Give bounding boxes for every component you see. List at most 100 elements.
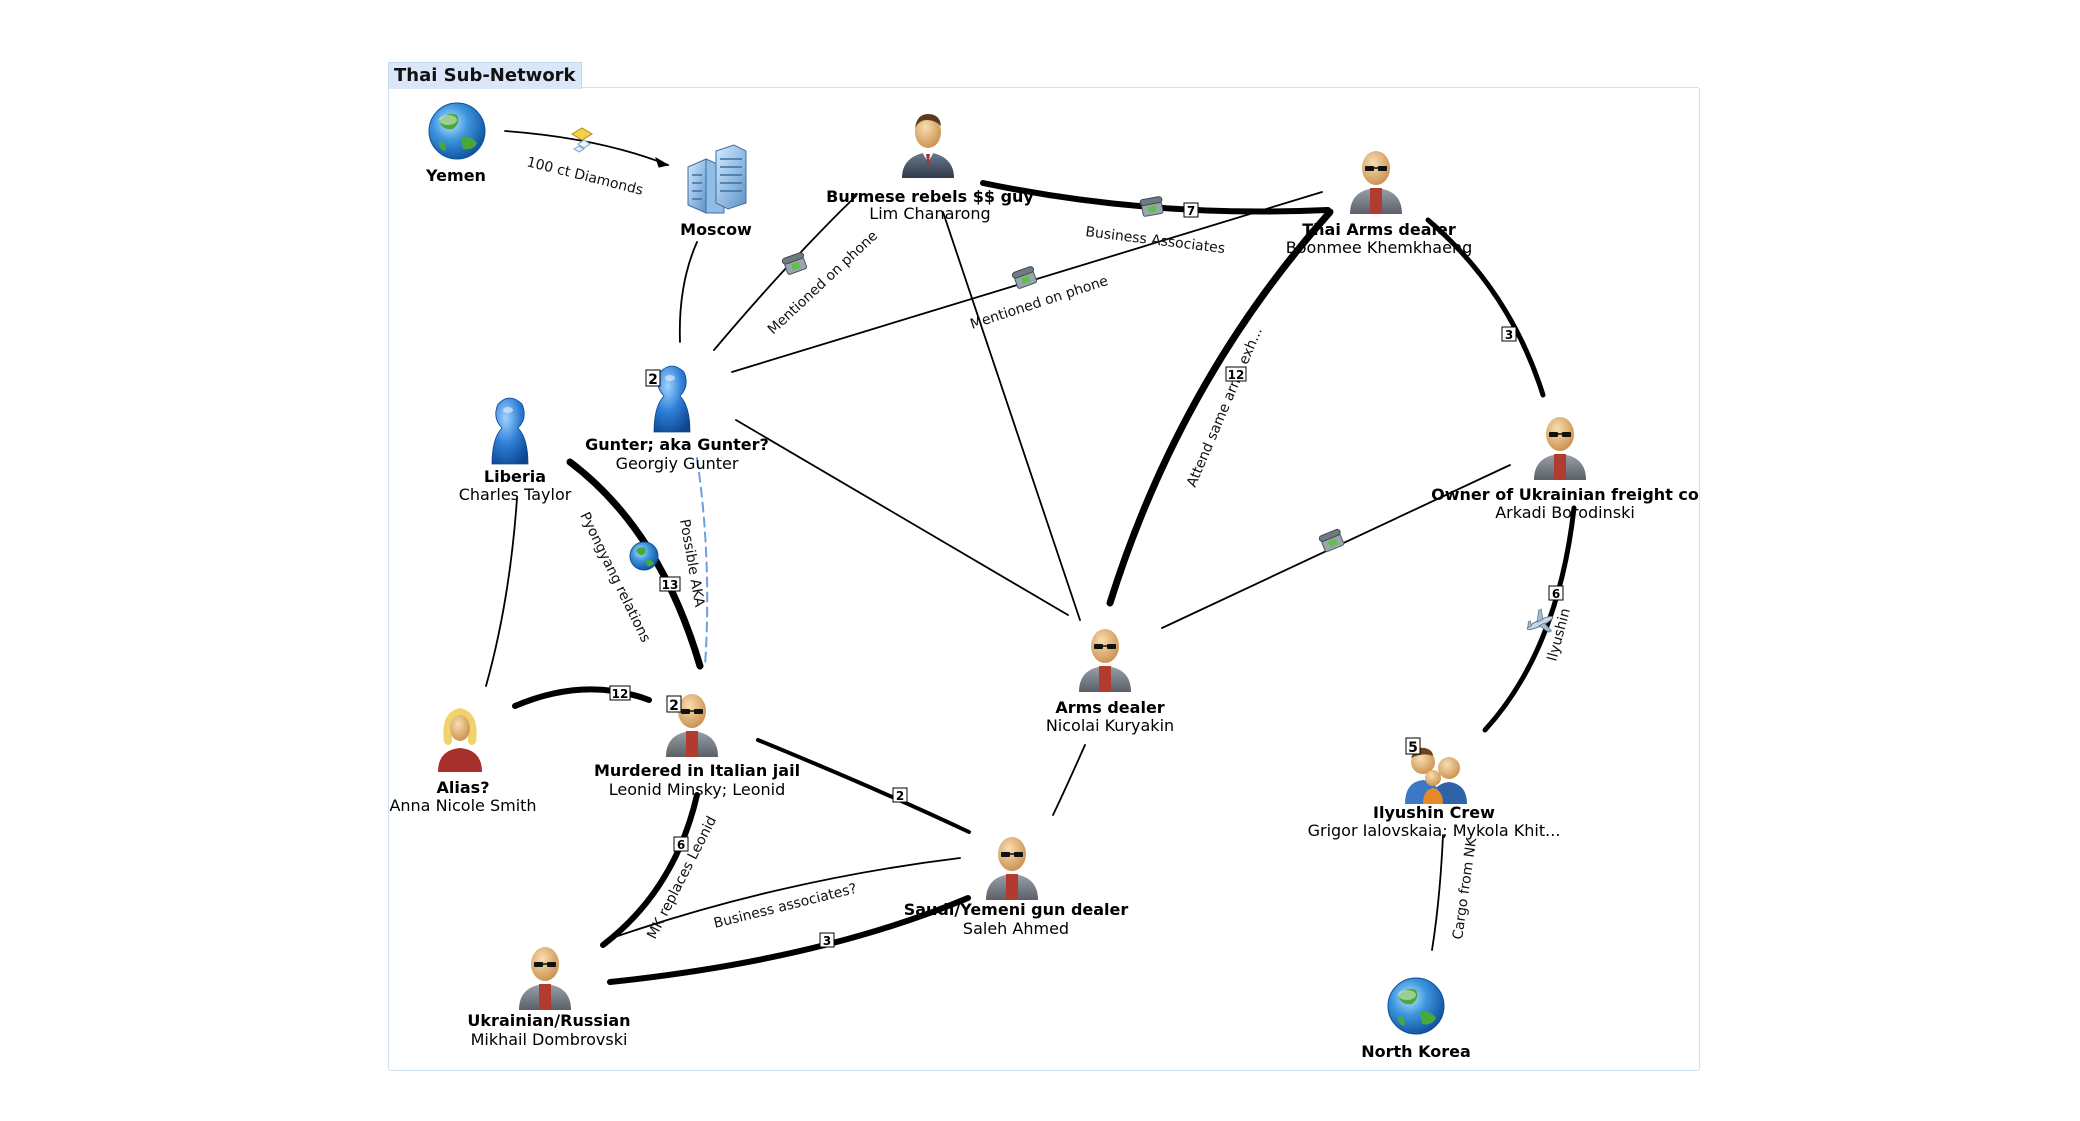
edge-yemen-moscow[interactable] (504, 130, 669, 166)
diamonds-icon (571, 127, 593, 153)
edge-label-burmese-thai: Business Associates (1085, 224, 1226, 257)
edge-liberia-alias[interactable] (485, 497, 518, 687)
svg-text:2: 2 (896, 789, 904, 803)
phone-icon (1139, 196, 1164, 217)
count-badge-alias-murdered: 12 (609, 685, 631, 701)
node-badge: 2 (666, 695, 682, 714)
pawn-person-icon (653, 365, 691, 433)
edge-label-gunter-murdered: Possible AKA (676, 518, 707, 609)
svg-text:5: 5 (1408, 740, 1418, 756)
globe-icon (428, 102, 486, 160)
node-title: Owner of Ukrainian freight co (1431, 485, 1699, 504)
buildings-icon (687, 144, 747, 214)
node-title: Burmese rebels $$ guy (826, 187, 1034, 206)
edge-thai-arms[interactable] (1106, 208, 1334, 607)
node-title: Moscow (680, 220, 752, 239)
node-title: Gunter; aka Gunter? (585, 435, 769, 454)
globe-icon (1387, 977, 1445, 1035)
node-badge: 5 (1405, 737, 1421, 756)
bald-man-sunglasses-icon (986, 837, 1038, 900)
edge-murdered-saudi[interactable] (756, 738, 971, 834)
edge-label-liberia-murdered: Pyongyang relations (576, 510, 653, 645)
edge-gunter-arms[interactable] (735, 419, 1069, 616)
pawn-person-icon (491, 397, 529, 465)
node-subtitle: Mikhail Dombrovski (471, 1030, 628, 1049)
node-gunter[interactable]: 2 Gunter; aka Gunter? Georgiy Gunter (585, 365, 769, 473)
edge-thai-owner[interactable] (1425, 217, 1546, 398)
node-murdered[interactable]: 2 Murdered in Italian jail Leonid Minsky… (594, 694, 800, 799)
node-subtitle: Lim Chanarong (869, 204, 990, 223)
count-badge-murdered-ukrainian: 6 (673, 836, 689, 852)
node-subtitle: Grigor Ialovskaia; Mykola Khit... (1308, 821, 1561, 840)
network-panel (388, 87, 1700, 1071)
svg-text:12: 12 (612, 687, 629, 701)
node-title: Ukrainian/Russian (467, 1011, 630, 1030)
svg-text:3: 3 (1505, 328, 1513, 342)
edge-owner-ilyushin[interactable] (1482, 505, 1577, 733)
bald-man-sunglasses-icon (666, 694, 718, 757)
node-badge: 2 (645, 369, 661, 388)
edge-gunter-murdered[interactable] (696, 457, 709, 667)
node-subtitle: Georgiy Gunter (616, 454, 739, 473)
bald-man-sunglasses-icon (1350, 151, 1402, 214)
node-northkorea[interactable]: North Korea (1361, 977, 1471, 1061)
node-subtitle: Leonid Minsky; Leonid (609, 780, 785, 799)
node-arms[interactable]: Arms dealer Nicolai Kuryakin (1046, 629, 1174, 735)
node-burmese[interactable]: Burmese rebels $$ guy Lim Chanarong (826, 114, 1034, 223)
svg-text:3: 3 (823, 934, 831, 948)
edge-alias-murdered[interactable] (512, 686, 652, 709)
businessman-icon (902, 114, 954, 178)
edge-icons (571, 127, 1554, 633)
node-subtitle: Charles Taylor (459, 485, 572, 504)
node-liberia[interactable]: Liberia Charles Taylor (459, 397, 572, 504)
node-subtitle: Arkadi Borodinski (1495, 503, 1635, 522)
svg-text:13: 13 (662, 578, 679, 592)
node-saudi[interactable]: Saudi/Yemeni gun dealer Saleh Ahmed (904, 837, 1129, 938)
woman-icon (438, 708, 482, 772)
node-title: Arms dealer (1055, 698, 1164, 717)
edge-moscow-gunter[interactable] (678, 241, 698, 343)
bald-man-sunglasses-icon (1079, 629, 1131, 692)
edge-murdered-ukrainian[interactable] (600, 792, 700, 948)
edge-ukrainian-saudi-business[interactable] (611, 857, 961, 939)
node-alias[interactable]: Alias? Anna Nicole Smith (389, 708, 537, 815)
count-badge-owner-ilyushin: 6 (1548, 585, 1564, 601)
node-subtitle: Nicolai Kuryakin (1046, 716, 1174, 735)
node-title: Yemen (425, 166, 486, 185)
node-title: Thai Arms dealer (1302, 220, 1456, 239)
edge-label-yemen-moscow: 100 ct Diamonds (525, 154, 645, 198)
count-badge-thai-owner: 3 (1501, 326, 1517, 342)
edge-burmese-arms[interactable] (942, 211, 1081, 621)
edge-label-ilyushin-northkorea: Cargo from NK (1450, 836, 1480, 940)
phone-icon (1318, 528, 1345, 553)
svg-text:12: 12 (1228, 368, 1245, 382)
node-ukrainian[interactable]: Ukrainian/Russian Mikhail Dombrovski (467, 947, 631, 1049)
phone-icon (781, 252, 808, 275)
svg-text:6: 6 (677, 838, 685, 852)
edge-ukrainian-saudi[interactable] (607, 895, 971, 985)
node-yemen[interactable]: Yemen (425, 102, 486, 185)
node-ilyushin[interactable]: 5 Ilyushin Crew Grigor Ialovskaia; Mykol… (1308, 737, 1561, 840)
airplane-icon (1526, 608, 1554, 633)
node-moscow[interactable]: Moscow (680, 144, 752, 239)
node-thai[interactable]: Thai Arms dealer Boonmee Khemkhaeng (1286, 151, 1472, 257)
node-owner[interactable]: Owner of Ukrainian freight co Arkadi Bor… (1431, 417, 1699, 522)
count-badge-thai-arms: 12 (1225, 366, 1247, 382)
node-subtitle: Boonmee Khemkhaeng (1286, 238, 1472, 257)
edge-ilyushin-northkorea[interactable] (1431, 834, 1444, 951)
node-title: Ilyushin Crew (1373, 803, 1495, 822)
node-title: Saudi/Yemeni gun dealer (904, 900, 1129, 919)
edge-arms-saudi[interactable] (1052, 744, 1086, 816)
node-title: Liberia (484, 467, 546, 486)
svg-text:7: 7 (1187, 204, 1195, 218)
group-people-icon (1405, 747, 1467, 804)
panel-title: Thai Sub-Network (388, 62, 582, 89)
svg-text:2: 2 (648, 372, 658, 388)
svg-text:6: 6 (1552, 587, 1560, 601)
globe-icon (629, 541, 659, 571)
edge-label-gunter-burmese: Mentioned on phone (765, 228, 881, 338)
count-badge-ukrainian-saudi: 3 (819, 932, 835, 948)
edge-count-badges: 7 12 3 6 13 12 2 6 3 (609, 202, 1564, 948)
bald-man-sunglasses-icon (519, 947, 571, 1010)
